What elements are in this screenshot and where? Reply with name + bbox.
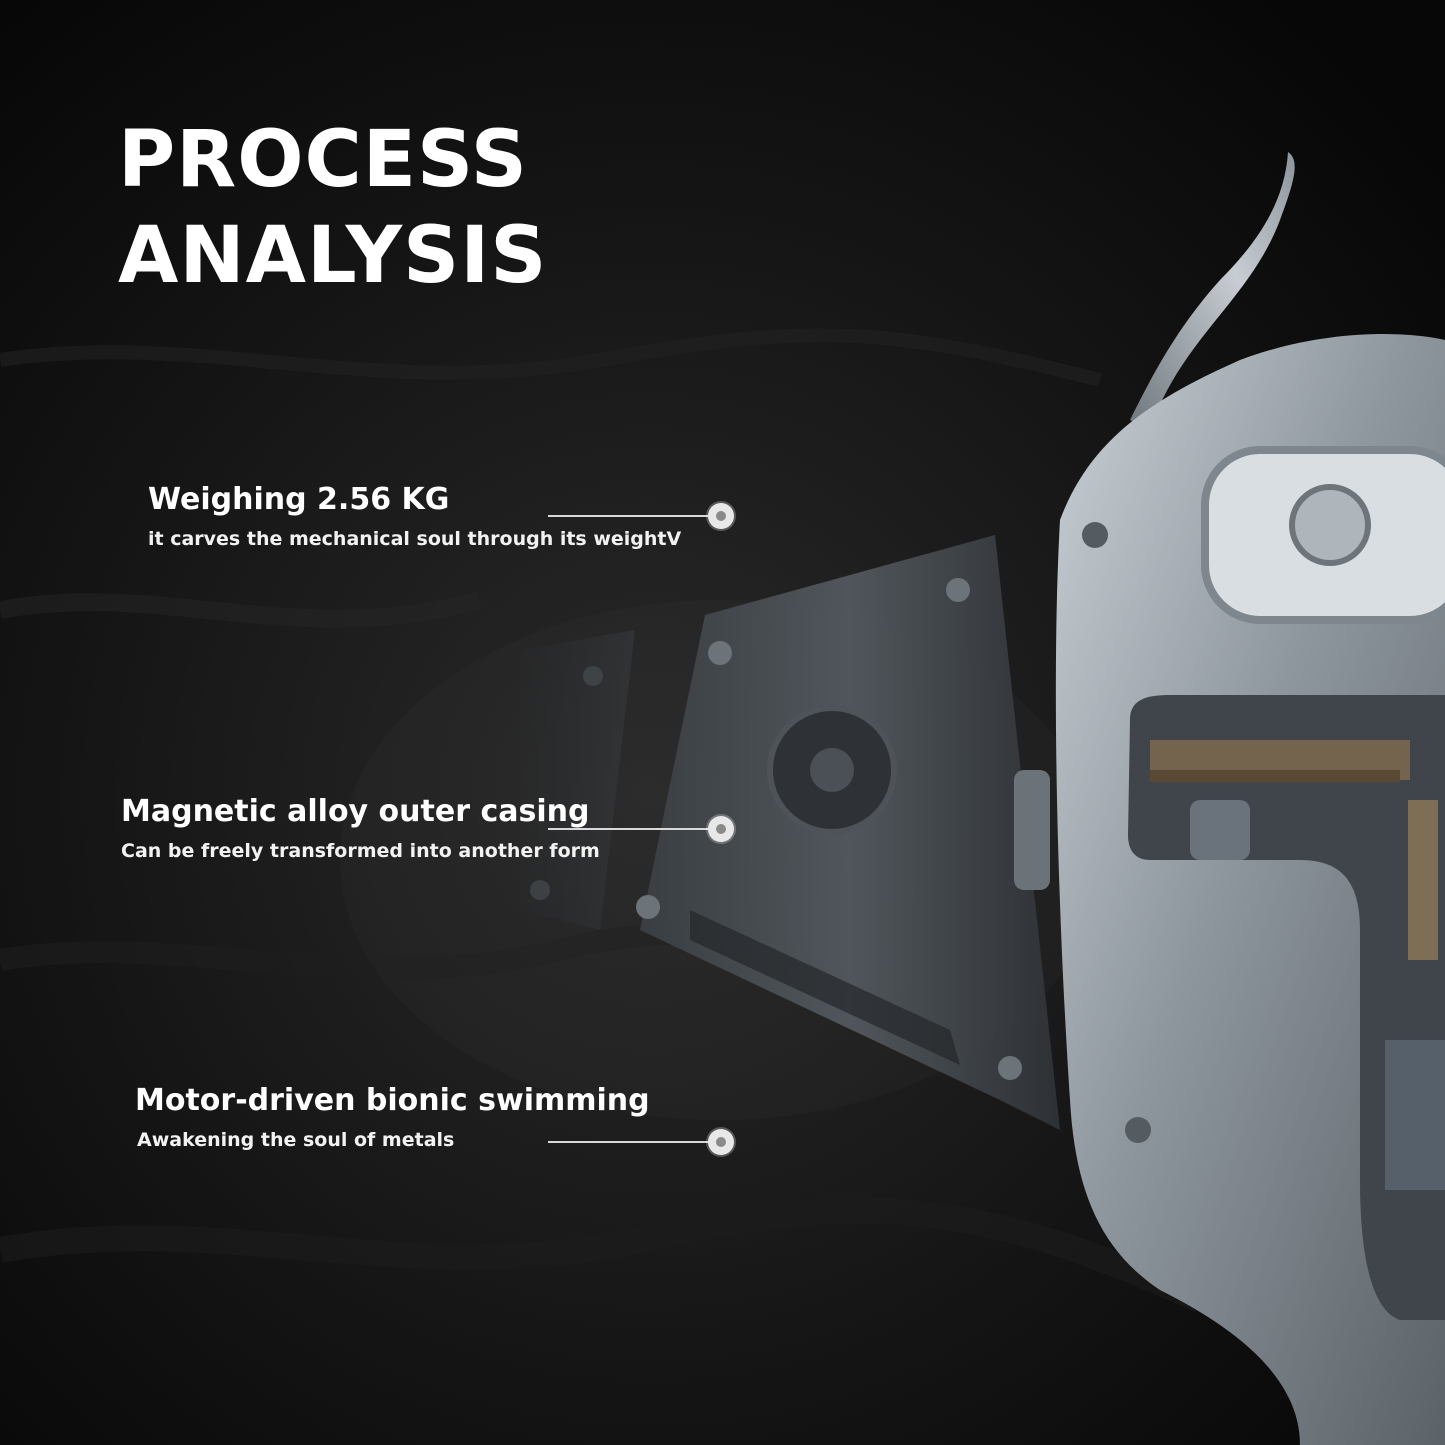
feature-weight-pointer [548,503,738,529]
page-title: PROCESS ANALYSIS [118,112,547,304]
pointer-dot-icon [708,816,734,842]
feature-swimming-pointer [548,1129,738,1155]
feature-casing-title: Magnetic alloy outer casing [121,794,590,829]
feature-casing: Magnetic alloy outer casing Can be freel… [121,792,600,864]
feature-swimming: Motor-driven bionic swimming Awakening t… [135,1081,650,1153]
feature-casing-subtitle: Can be freely transformed into another f… [121,840,600,862]
feature-swimming-title: Motor-driven bionic swimming [135,1083,650,1118]
page-title-line-1: PROCESS [118,115,528,205]
pointer-line [548,515,710,517]
pointer-dot-icon [708,503,734,529]
page-title-line-2: ANALYSIS [118,211,548,301]
feature-weight: Weighing 2.56 KG it carves the mechanica… [148,480,681,552]
pointer-dot-icon [708,1129,734,1155]
pointer-line [548,828,710,830]
pointer-line [548,1141,710,1143]
feature-swimming-subtitle: Awakening the soul of metals [137,1129,455,1151]
feature-casing-pointer [548,816,738,842]
feature-weight-subtitle: it carves the mechanical soul through it… [148,528,682,550]
feature-weight-title: Weighing 2.56 KG [148,482,450,517]
